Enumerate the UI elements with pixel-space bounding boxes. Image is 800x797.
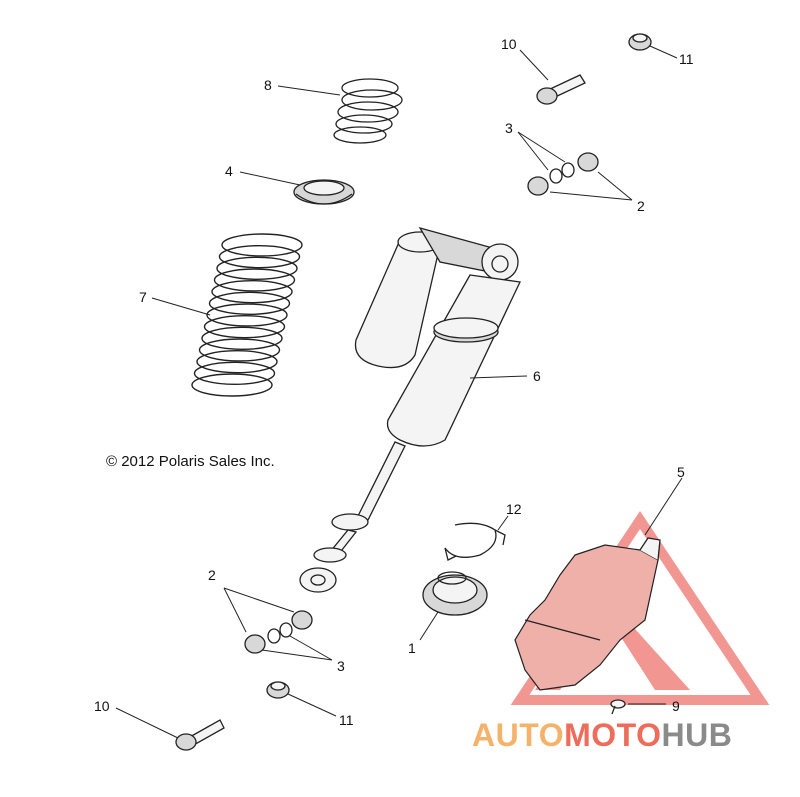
screw-small: [610, 699, 626, 715]
callout-12: 12: [506, 501, 522, 517]
spring-coil: [218, 244, 301, 269]
callout-11-top: 11: [679, 51, 694, 67]
nut-top: [628, 33, 652, 51]
spring-coil: [211, 279, 293, 304]
callout-2-top: 2: [637, 198, 645, 214]
callout-3-top: 3: [505, 120, 513, 136]
callout-11-bottom: 11: [339, 712, 354, 728]
leader-lines: [115, 45, 683, 739]
spring-coil: [198, 338, 281, 362]
callout-6: 6: [533, 368, 541, 384]
spring-coil: [193, 361, 276, 386]
spring-coil: [201, 326, 283, 351]
watermark-auto: AUTO: [472, 717, 564, 753]
callout-3-bottom: 3: [337, 658, 345, 674]
watermark-moto: MOTO: [564, 717, 661, 753]
bushing-set-top: [527, 152, 599, 196]
spring-coil: [206, 303, 288, 327]
retaining-clip: [444, 522, 506, 561]
callout-labels: 8 4 7 6 10 11 3 2 5 12 1 9 2 3 11 10: [94, 36, 694, 728]
copyright-notice: © 2012 Polaris Sales Inc.: [106, 453, 275, 470]
spring-coil: [221, 233, 303, 257]
nut-bottom: [266, 681, 290, 699]
spring-coil: [196, 349, 278, 374]
callout-10-bottom: 10: [94, 698, 110, 714]
callout-10-top: 10: [501, 36, 517, 52]
spring-coil: [191, 373, 273, 397]
spring-seat: [293, 179, 355, 205]
callout-5: 5: [677, 464, 685, 480]
callout-8: 8: [264, 77, 272, 93]
spring-main: [191, 233, 303, 397]
callout-1: 1: [408, 640, 416, 656]
watermark-hub: HUB: [661, 717, 732, 753]
callout-7: 7: [139, 289, 147, 305]
callout-9: 9: [672, 698, 680, 714]
spring-coil: [213, 268, 296, 292]
bolt-bottom: [175, 719, 225, 751]
shock-guard: [514, 537, 661, 691]
spring-coil: [216, 256, 298, 281]
callout-2-bottom: 2: [208, 567, 216, 583]
watermark-text: AUTOMOTOHUB: [472, 717, 732, 753]
spring-coil: [208, 291, 291, 316]
shock-absorber: [299, 226, 521, 593]
callout-4: 4: [225, 163, 233, 179]
spring-small: [333, 78, 403, 144]
bolt-top: [536, 74, 586, 105]
lower-seat: [422, 571, 488, 616]
spring-coil: [203, 314, 286, 339]
bushing-set-bottom: [244, 610, 313, 654]
